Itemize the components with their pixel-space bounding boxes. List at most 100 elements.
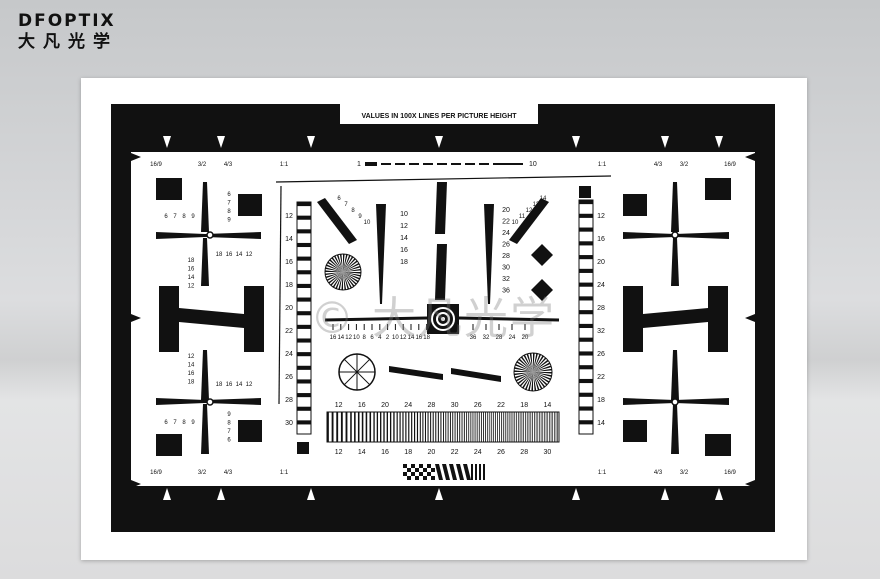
arrow-up — [307, 488, 315, 500]
ratio-label-bottom: 16/9 — [150, 470, 162, 476]
left-bar-column — [296, 201, 312, 435]
ratio-label-bottom: 1:1 — [280, 470, 289, 476]
spoke-circle — [338, 353, 376, 391]
ratio-label-bottom: 3/2 — [198, 470, 207, 476]
bottom-label-bottom: 22 — [451, 449, 459, 456]
corner-label: 18 — [216, 252, 223, 258]
ratio-label-top: 3/2 — [680, 162, 689, 168]
bottom-label-top: 18 — [520, 402, 528, 409]
center-scale-label: 20 — [522, 335, 529, 341]
right-bar-column — [578, 199, 594, 435]
center-scale-label: 6 — [370, 335, 374, 341]
arrow-up — [572, 488, 580, 500]
bottom-label-top: 22 — [497, 402, 505, 409]
center-diag-label: 12 — [526, 208, 533, 214]
center-scale-label: 4 — [378, 335, 382, 341]
center-wedge-label: 24 — [502, 230, 510, 237]
center-wedge-label: 30 — [502, 265, 510, 272]
scale-start: 1 — [357, 161, 361, 168]
bottom-label-bottom: 28 — [520, 449, 528, 456]
arrow-down — [307, 136, 315, 148]
siemens-star-bottom-right — [513, 352, 553, 392]
arrow-side — [131, 480, 141, 488]
scale-bar — [365, 162, 523, 166]
ratio-label-bottom: 1:1 — [598, 470, 607, 476]
logo-chinese: 大凡光学 — [18, 32, 118, 52]
center-wedge-label: 16 — [400, 247, 408, 254]
arrow-up — [217, 488, 225, 500]
corner-label: 18 — [188, 258, 195, 264]
corner-label: 7 — [227, 429, 231, 435]
corner-label: 16 — [188, 267, 195, 273]
ratio-label-top: 3/2 — [198, 162, 207, 168]
corner-label: 9 — [227, 412, 231, 418]
corner-label: 9 — [227, 218, 231, 224]
center-scale-label: 28 — [496, 335, 503, 341]
center-horizontal-bar-right — [451, 368, 501, 382]
corner-label: 12 — [246, 252, 253, 258]
center-wedge-label: 12 — [400, 223, 408, 230]
arrow-side — [745, 314, 755, 322]
right-column-label: 24 — [597, 282, 605, 289]
center-wedge-label: 20 — [502, 207, 510, 214]
bottom-label-bottom: 20 — [428, 449, 436, 456]
arrow-side — [131, 153, 141, 161]
right-column-label: 12 — [597, 213, 605, 220]
right-column-label: 18 — [597, 397, 605, 404]
left-column-label: 20 — [285, 305, 293, 312]
arrow-side — [745, 153, 755, 161]
center-diag-label: 9 — [358, 214, 362, 220]
h-shape-left — [159, 286, 264, 352]
corner-label: 14 — [188, 275, 195, 281]
center-scale-label: 32 — [483, 335, 490, 341]
center-scale-label: 12 — [345, 335, 352, 341]
center-scale-label: 12 — [400, 335, 407, 341]
center-diag-label: 10 — [364, 220, 371, 226]
corner-label: 8 — [182, 214, 186, 220]
right-column-label: 20 — [597, 259, 605, 266]
arrow-up — [435, 488, 443, 500]
bottom-label-top: 30 — [451, 402, 459, 409]
center-diag-label: 8 — [351, 208, 355, 214]
corner-label: 9 — [191, 214, 195, 220]
corner-label: 8 — [227, 421, 231, 427]
diagonal-wedge-right — [509, 198, 549, 244]
corner-label: 16 — [226, 252, 233, 258]
center-scale-label: 2 — [386, 335, 390, 341]
center-scale-label: 24 — [509, 335, 516, 341]
left-marker-square — [297, 442, 309, 454]
corner-label: 7 — [173, 420, 177, 426]
siemens-star-top-left — [324, 253, 362, 291]
corner-label: 6 — [227, 438, 231, 444]
bottom-label-bottom: 26 — [497, 449, 505, 456]
corner-label: 14 — [236, 252, 243, 258]
center-scale-label: 8 — [363, 335, 367, 341]
center-scale-label: 16 — [330, 335, 337, 341]
arrow-down — [435, 136, 443, 148]
arrow-down — [217, 136, 225, 148]
bottom-label-top: 24 — [404, 402, 412, 409]
center-diag-label: 6 — [337, 196, 341, 202]
center-diag-label: 7 — [344, 202, 348, 208]
arrow-side — [745, 480, 755, 488]
arrow-down — [163, 136, 171, 148]
arrow-down — [715, 136, 723, 148]
center-scale-label: 18 — [423, 335, 430, 341]
bottom-label-bottom: 24 — [474, 449, 482, 456]
left-column-label: 12 — [285, 213, 293, 220]
center-diag-label: 10 — [512, 220, 519, 226]
center-wedge-label: 36 — [502, 288, 510, 295]
logo-english: DFOPTIX — [18, 11, 116, 31]
corner-label: 14 — [188, 363, 195, 369]
corner-label: 6 — [227, 192, 231, 198]
corner-label: 6 — [164, 214, 168, 220]
right-column-label: 32 — [597, 328, 605, 335]
alignment-arrows — [131, 136, 755, 500]
corner-label: 8 — [227, 209, 231, 215]
